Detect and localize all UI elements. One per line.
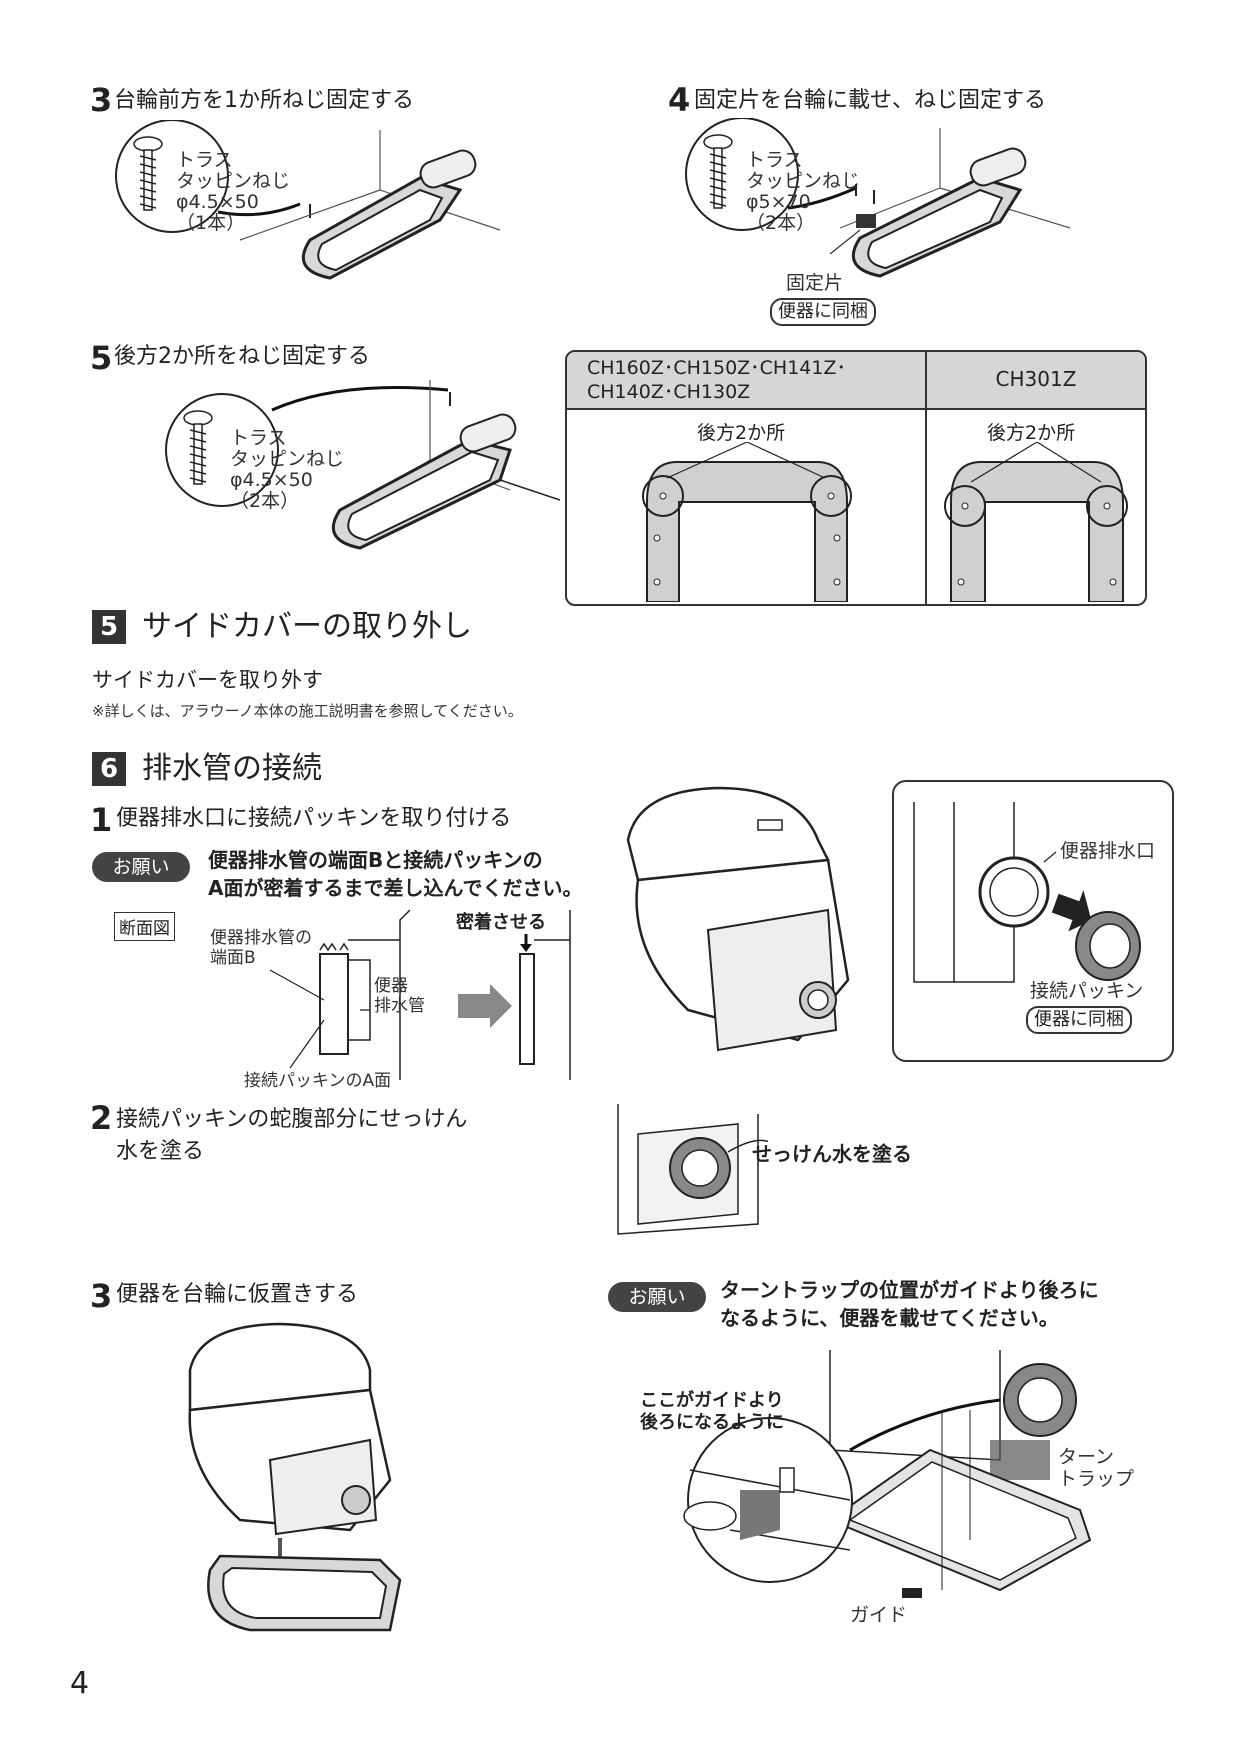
table-diagram-1 [642, 442, 852, 602]
section5-body: サイドカバーを取り外す [92, 668, 323, 692]
fixing-piece-label: 固定片 [786, 272, 844, 294]
toilet-on-base-illustration [188, 1322, 402, 1632]
onegai-text-2: ターントラップの位置がガイドより後ろに なるように、便器を載せてください。 [720, 1276, 1099, 1332]
step2-line: 水を塗る [116, 1139, 205, 1164]
screw-qty: （2本） [746, 212, 816, 234]
screw-qty: （2本） [230, 490, 300, 512]
onegai-text-1: 便器排水管の端面Bと接続パッキンの A面が密着するまで差し込んでください。 [208, 846, 582, 902]
step3-illustration [115, 120, 501, 280]
table-col-divider [925, 352, 927, 604]
section6-title: 排水管の接続 [142, 751, 322, 786]
cross-section-label: 断面図 [114, 912, 175, 941]
model-table: CH160Z･CH150Z･CH141Z･ CH140Z･CH130Z CH30… [565, 350, 1147, 606]
s6-step2-number: 2 [90, 1099, 113, 1137]
screw-type: トラス [176, 149, 233, 171]
tight-label: 密着させる [456, 912, 546, 933]
table-header-models: CH160Z･CH150Z･CH141Z･ CH140Z･CH130Z [587, 357, 847, 403]
a-face-label: 接続パッキンのA面 [244, 1071, 392, 1091]
onegai-line: なるように、便器を載せてください。 [720, 1306, 1059, 1330]
s6-step1-number: 1 [90, 801, 113, 839]
guide-note-label: ここがガイドより 後ろになるように [640, 1390, 784, 1433]
turn-trap-label: ターン トラップ [1058, 1446, 1135, 1490]
s6-step2-text: 接続パッキンの蛇腹部分にせっけん 水を塗る [116, 1104, 467, 1168]
s6-step3-text: 便器を台輪に仮置きする [116, 1282, 359, 1307]
step4-number: 4 [668, 81, 691, 119]
step3-screw-label: トラス タッピンねじ φ4.5×50 （1本） [176, 150, 290, 234]
screw-name: タッピンねじ [176, 170, 291, 192]
page-number: 4 [70, 1666, 90, 1701]
step4-screw-label: トラス タッピンねじ φ5×70 （2本） [746, 150, 860, 234]
screw-qty: （1本） [176, 212, 246, 234]
step4-text: 固定片を台輪に載せ、ねじ固定する [694, 88, 1047, 113]
screw-type: トラス [746, 149, 803, 171]
screw-type: トラス [230, 427, 287, 449]
step3-text: 台輪前方を1か所ねじ固定する [114, 88, 414, 113]
screw-size: φ4.5×50 [176, 191, 259, 213]
onegai-badge-2: お願い [608, 1282, 706, 1312]
s6-step1-text: 便器排水口に接続パッキンを取り付ける [116, 806, 512, 831]
soap-water-label: せっけん水を塗る [752, 1142, 912, 1166]
outlet-label: 便器排水口 [1060, 840, 1156, 862]
section5-note: ※詳しくは、アラウーノ本体の施工説明書を参照してください。 [92, 702, 523, 720]
packing-label: 接続パッキン [1030, 980, 1144, 1002]
onegai-badge-1: お願い [92, 852, 190, 882]
step2-line: 接続パッキンの蛇腹部分にせっけん [116, 1107, 468, 1132]
screw-name: タッピンねじ [746, 170, 861, 192]
step3-number: 3 [90, 81, 113, 119]
screw-size: φ4.5×50 [230, 469, 313, 491]
step5-illustration [165, 380, 560, 550]
end-face-label: 便器排水管の 端面B [210, 928, 312, 968]
cross-section-diagram [269, 909, 571, 1080]
step4-illustration [685, 118, 1071, 278]
screw-name: タッピンねじ [230, 448, 345, 470]
table-header-row [567, 352, 1145, 410]
s6-step3-number: 3 [90, 1277, 113, 1315]
section5-number: 5 [92, 610, 126, 644]
table-rear-label-2: 後方2か所 [987, 422, 1076, 444]
soap-water-illustration [617, 1104, 768, 1235]
guide-label: ガイド [850, 1604, 908, 1626]
pipe-label: 便器 排水管 [374, 976, 425, 1016]
table-header-ch301z: CH301Z [995, 367, 1077, 391]
toilet-illustration-1 [626, 786, 850, 1052]
section6-number: 6 [92, 752, 126, 786]
step5-text: 後方2か所をねじ固定する [114, 344, 370, 369]
step5-screw-label: トラス タッピンねじ φ4.5×50 （2本） [230, 428, 344, 512]
section5-title: サイドカバーの取り外し [142, 609, 472, 644]
guide-illustration [683, 1350, 1092, 1598]
packing-bundled-badge: 便器に同梱 [1026, 1006, 1132, 1034]
table-diagram-2 [944, 442, 1128, 602]
outlet-detail [913, 802, 1141, 983]
table-rear-label-1: 後方2か所 [697, 422, 786, 444]
step5-number: 5 [90, 339, 113, 377]
onegai-line: A面が密着するまで差し込んでください。 [208, 876, 583, 900]
screw-size: φ5×70 [746, 191, 811, 213]
onegai-line: ターントラップの位置がガイドより後ろに [720, 1278, 1099, 1302]
onegai-line: 便器排水管の端面Bと接続パッキンの [208, 848, 543, 872]
bundled-badge: 便器に同梱 [770, 298, 876, 326]
